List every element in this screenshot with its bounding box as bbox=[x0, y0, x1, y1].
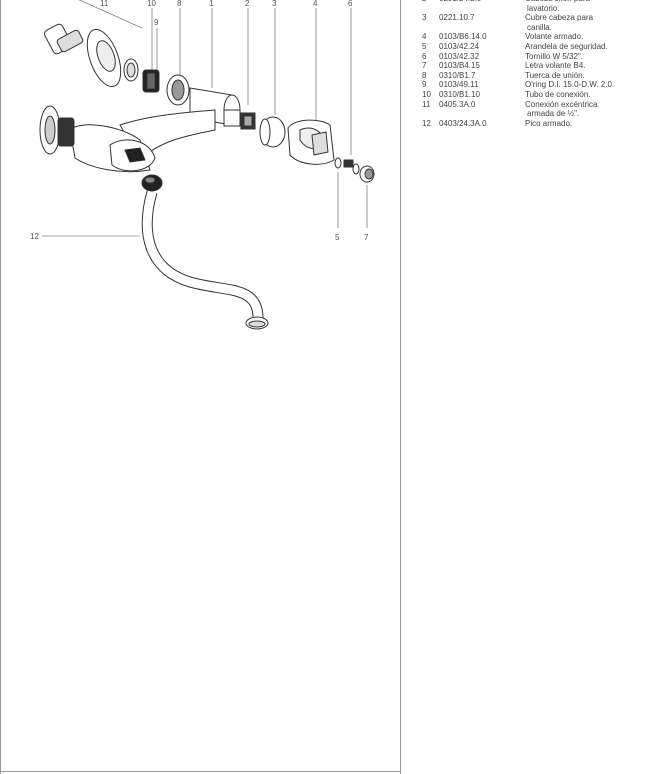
callout-6: 6 bbox=[348, 0, 353, 8]
part-description-line: Arandela de seguridad. bbox=[525, 41, 608, 51]
part-number: 12 bbox=[422, 118, 431, 128]
part-number: 10 bbox=[422, 89, 431, 99]
exploded-faucet-diagram: 11 10 8 1 2 3 4 6 9 12 5 7 bbox=[30, 0, 375, 330]
callout-7: 7 bbox=[364, 233, 369, 242]
part-description-line: Letra volante B4. bbox=[525, 61, 586, 71]
part-row: 12 0403/24.3A.0 Pico armado. bbox=[422, 119, 642, 129]
column-divider-line bbox=[400, 0, 401, 774]
part-number: 6 bbox=[422, 51, 427, 61]
part-description-line: Conexión excéntrica bbox=[525, 99, 598, 109]
callout-9: 9 bbox=[154, 18, 159, 27]
callout-10: 10 bbox=[147, 0, 156, 8]
part-description: O'ring D.I. 15.0-D.W. 2.0. bbox=[525, 80, 642, 90]
part-row: 5 0103/42.24 Arandela de seguridad. bbox=[422, 42, 642, 52]
part-code: 0221.10.7 bbox=[439, 13, 475, 23]
part-description-line: Tuerca de unión. bbox=[525, 70, 585, 80]
part-code: 0103/42.24 bbox=[439, 41, 480, 51]
part-number: 3 bbox=[422, 13, 427, 23]
part-row: 6 0103/42.32 Tornillo W 5/32". bbox=[422, 52, 642, 62]
parts-list: 20201/24.2.0Cabeza sifón paralavatorio.3… bbox=[422, 0, 642, 128]
callout-3: 3 bbox=[272, 0, 277, 8]
callout-12: 12 bbox=[30, 232, 39, 241]
handle-part bbox=[287, 119, 335, 165]
part-code: 0103/B4.15 bbox=[439, 61, 480, 71]
callout-8: 8 bbox=[177, 0, 182, 8]
part-description-line: Tubo de conexión. bbox=[525, 89, 591, 99]
head-cover-part bbox=[259, 116, 286, 148]
part-number: 5 bbox=[422, 41, 427, 51]
left-border-line bbox=[0, 0, 1, 774]
part-code: 0403/24.3A.0 bbox=[439, 118, 487, 128]
part-number: 2 bbox=[422, 0, 439, 13]
part-description-line: Cubre cabeza para bbox=[525, 13, 594, 23]
callout-5: 5 bbox=[335, 233, 340, 242]
callout-11: 11 bbox=[100, 0, 109, 8]
part-description: Tornillo W 5/32". bbox=[525, 52, 642, 62]
part-row: 10 0310/B1.10 Tubo de conexión. bbox=[422, 90, 642, 100]
part-description-line: armada de ½". bbox=[527, 109, 580, 119]
part-number: 4 bbox=[422, 32, 427, 42]
part-description-line: Volante armado. bbox=[525, 32, 584, 42]
union-nut-part bbox=[166, 74, 190, 106]
part-row: 20201/24.2.0Cabeza sifón paralavatorio. bbox=[422, 0, 642, 13]
callout-4: 4 bbox=[313, 0, 318, 8]
part-row: 7 0103/B4.15 Letra volante B4. bbox=[422, 61, 642, 71]
part-description-line: Tornillo W 5/32". bbox=[525, 51, 583, 61]
part-number: 8 bbox=[422, 70, 427, 80]
part-number: 11 bbox=[422, 99, 431, 109]
part-description: Tubo de conexión. bbox=[525, 90, 642, 100]
part-description: Tuerca de unión. bbox=[525, 71, 642, 81]
part-description-line: Cabeza sifón para bbox=[525, 0, 642, 4]
part-description: Arandela de seguridad. bbox=[525, 42, 642, 52]
part-code: 0310/B1.10 bbox=[439, 89, 480, 99]
bottom-border-line bbox=[0, 771, 400, 772]
part-description-line: canilla. bbox=[527, 22, 552, 32]
part-row: 9 0103/49.11 O'ring D.I. 15.0-D.W. 2.0. bbox=[422, 80, 642, 90]
part-row: 8 0310/B1.7 Tuerca de unión. bbox=[422, 71, 642, 81]
part-description-line: lavatorio. bbox=[527, 3, 560, 13]
part-code: 0405.3A.0 bbox=[439, 99, 476, 109]
siphon-head-part bbox=[223, 109, 256, 130]
part-description: Letra volante B4. bbox=[525, 61, 642, 71]
part-row: 4 0103/B6.14.0 Volante armado. bbox=[422, 32, 642, 42]
connection-tube-part bbox=[142, 69, 160, 93]
part-number: 9 bbox=[422, 80, 427, 90]
spout-part bbox=[141, 190, 269, 330]
leader-lines bbox=[42, 0, 368, 237]
part-code: 0103/49.11 bbox=[439, 80, 479, 90]
callout-2: 2 bbox=[245, 0, 250, 8]
part-code: 0201/24.2.0 bbox=[439, 0, 525, 13]
part-code: 0103/42.32 bbox=[439, 51, 480, 61]
part-description: Pico armado. bbox=[525, 119, 642, 129]
callout-1: 1 bbox=[209, 0, 214, 8]
faucet-body-part bbox=[39, 87, 241, 192]
part-code: 0103/B6.14.0 bbox=[439, 32, 487, 42]
part-description-line: O'ring D.I. 15.0-D.W. 2.0. bbox=[525, 80, 615, 90]
part-code: 0310/B1.7 bbox=[439, 70, 476, 80]
part-description: Cabeza sifón paralavatorio. bbox=[525, 0, 642, 13]
part-description-line: Pico armado. bbox=[525, 118, 573, 128]
part-description: Volante armado. bbox=[525, 32, 642, 42]
eccentric-connection-part bbox=[43, 23, 139, 88]
washer-screw-letter-parts bbox=[334, 157, 375, 183]
part-number: 7 bbox=[422, 61, 427, 71]
